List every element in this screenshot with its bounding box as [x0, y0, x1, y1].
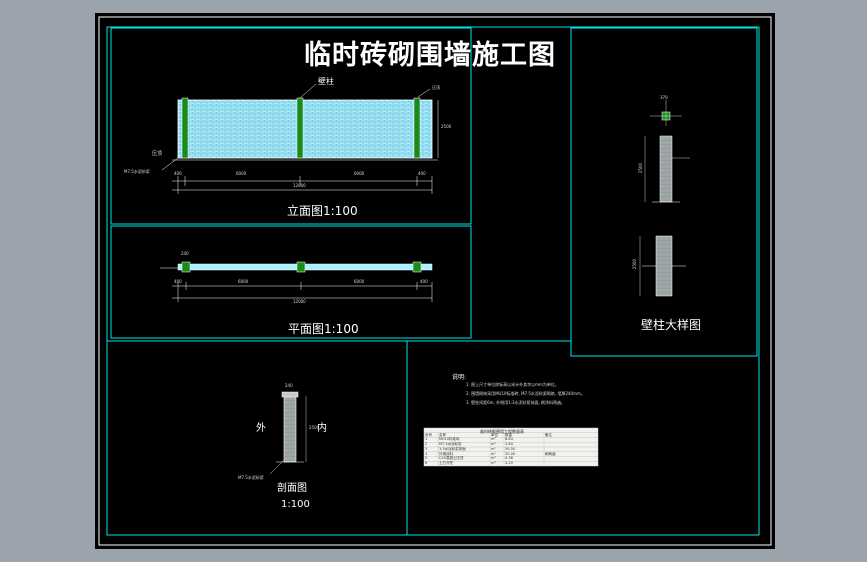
- section-scale-label: 1:100: [281, 499, 310, 510]
- section-wall: [283, 395, 297, 463]
- elevation-panel: [110, 27, 472, 225]
- drawing-title: 临时砖砌围墙施工图: [304, 40, 556, 71]
- plan-total-dim: 12000: [293, 299, 306, 304]
- pillar-leader: [299, 83, 317, 99]
- table-cell: 4: [425, 451, 428, 456]
- pillar-detail-label: 壁柱大样图: [641, 318, 702, 332]
- sheet-background: [95, 13, 775, 549]
- detail-side-pillar: [659, 135, 673, 203]
- plan-wall-thickness: 240: [181, 251, 189, 256]
- notes-heading: 说明:: [452, 374, 467, 381]
- plan-view-label: 平面图1:100: [288, 322, 359, 336]
- elevation-wall: [177, 99, 433, 159]
- section-height-dim-label: 2500: [309, 425, 320, 430]
- table-cell: 3: [425, 446, 428, 451]
- section-outside-label: 外: [256, 423, 266, 434]
- table-cell: 1.64: [505, 442, 513, 447]
- table-cell: 30.00: [505, 451, 516, 456]
- left-callout: 压顶: [152, 151, 163, 157]
- table-cell: 6: [425, 461, 428, 466]
- table-cell: M7.5水泥砂浆: [439, 442, 462, 447]
- plan-pillar-left: [181, 261, 191, 273]
- elevation-total-dim: 12000: [293, 183, 306, 188]
- table-header-cell: 名称: [439, 432, 446, 437]
- table-header-cell: 备注: [545, 432, 552, 437]
- section-top-dim: 240: [285, 383, 293, 388]
- table-cell: 土方开挖: [439, 461, 453, 466]
- plan-pillar-middle: [296, 261, 306, 273]
- pillar-callout: 壁柱: [318, 77, 334, 86]
- table-cell: m³: [491, 437, 496, 442]
- detail-front-pillar: [655, 235, 673, 297]
- table-cell: m²: [491, 446, 496, 451]
- table-cell: 1:3水泥砂浆抹面: [439, 446, 466, 451]
- section-inside-label: 内: [317, 423, 327, 434]
- elevation-view-label: 立面图1:100: [287, 204, 358, 218]
- table-cell: MU10标准砖: [439, 437, 460, 442]
- table-cell: 4.20: [505, 461, 513, 466]
- elevation-end-dim-right: 400: [418, 171, 426, 176]
- table-cell: 2: [425, 442, 428, 447]
- elevation-pillar-middle: [296, 97, 304, 159]
- elevation-seg-dim-1: 6000: [236, 171, 247, 176]
- plan-seg-dim-2: 6000: [354, 279, 365, 284]
- plan-end-dim-left: 400: [174, 279, 182, 284]
- table-cell: 6.84: [505, 437, 513, 442]
- table-header-cell: 序号: [425, 432, 432, 437]
- detail-front-height-dim: 2500: [632, 258, 638, 270]
- base-callout: M7.5水泥砂浆: [124, 169, 150, 174]
- table-header-cell: 单位: [491, 432, 498, 437]
- elevation-pillar-right: [413, 97, 421, 159]
- pillar-detail-panel: [570, 27, 758, 357]
- note-item-2: 2. 围墙砌筑采用MU10标准砖, M7.5水泥砂浆砌筑, 墙厚240mm。: [466, 391, 585, 396]
- detail-plan-dim: 370: [660, 95, 668, 100]
- quantity-table-grid: [424, 432, 598, 466]
- elevation-seg-dim-2: 6000: [354, 171, 365, 176]
- plan-end-dim-right: 400: [420, 279, 428, 284]
- table-cell: 30.00: [505, 446, 516, 451]
- table-title: 临时砖砌围墙工程数量表: [480, 429, 524, 434]
- inner-frame: [106, 26, 760, 536]
- table-cell: 1: [425, 437, 428, 442]
- plan-seg-dim-1: 6000: [238, 279, 249, 284]
- table-cell: m²: [491, 451, 496, 456]
- section-base-callout: M7.5水泥砂浆: [238, 475, 264, 480]
- table-header-cell: 数量: [505, 432, 512, 437]
- table-cell: 刷两遍: [545, 451, 556, 456]
- plan-pillar-right: [412, 261, 422, 273]
- section-cap: [281, 391, 299, 398]
- plan-panel: [110, 225, 472, 339]
- table-cell: 0.36: [505, 456, 513, 461]
- elevation-end-dim-left: 400: [174, 171, 182, 176]
- base-leader: [161, 157, 179, 171]
- table-cell: m³: [491, 461, 496, 466]
- detail-side-height-dim: 2500: [638, 162, 644, 174]
- outer-border: [98, 16, 772, 546]
- section-base-leader: [269, 459, 285, 475]
- elevation-height-dim: 2500: [441, 124, 452, 129]
- cap-leader: [417, 88, 431, 98]
- elevation-pillar-left: [181, 97, 189, 159]
- table-cell: C20混凝土压顶: [439, 456, 464, 461]
- table-cell: m³: [491, 456, 496, 461]
- section-view-label: 剖面图: [277, 483, 307, 494]
- note-item-3: 3. 壁柱间距6m, 外侧用1:3水泥砂浆抹面, 刷涂料两遍。: [466, 400, 566, 405]
- table-cell: m³: [491, 442, 496, 447]
- note-item-1: 1. 图上尺寸单位除标高以米计外其余以mm为单位。: [466, 382, 559, 387]
- cap-callout: 压顶: [432, 85, 440, 90]
- table-cell: 外墙涂料: [439, 451, 453, 456]
- table-cell: 5: [425, 456, 428, 461]
